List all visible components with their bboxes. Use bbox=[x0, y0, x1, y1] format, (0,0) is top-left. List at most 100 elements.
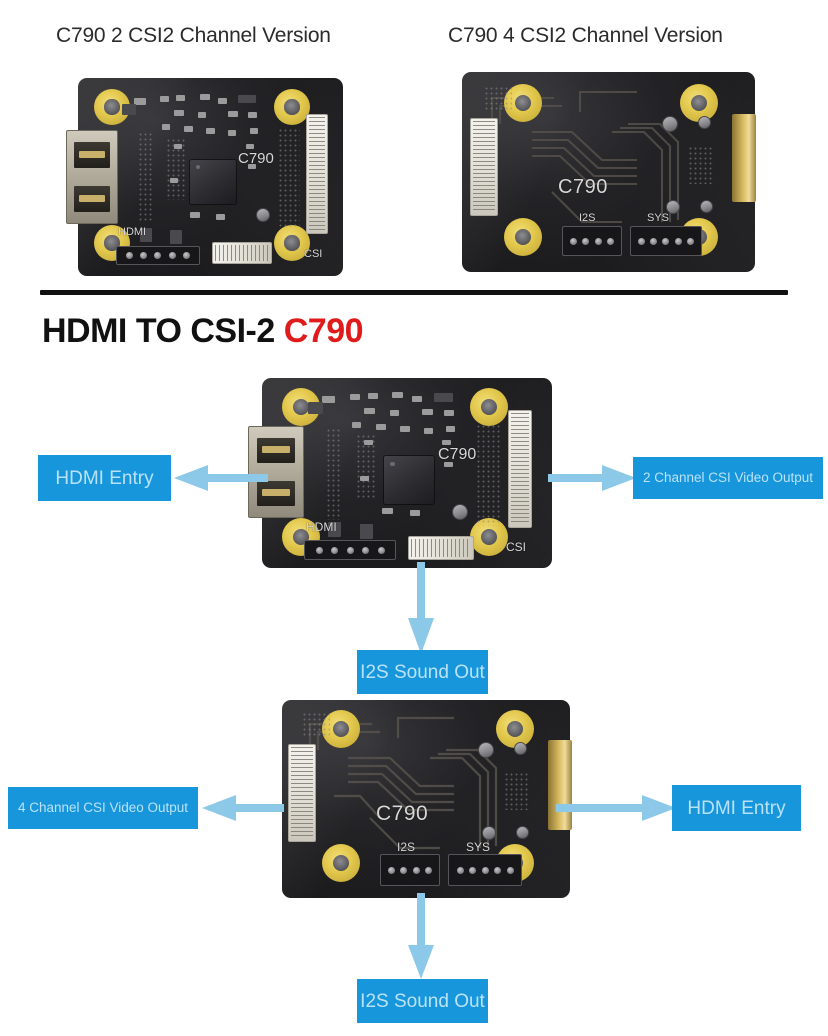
bridge-ic bbox=[190, 160, 236, 204]
smd-component bbox=[376, 424, 386, 430]
audio-ffc-connector bbox=[408, 536, 474, 560]
arrow-to-csi4-output bbox=[202, 792, 284, 824]
smd-component bbox=[238, 95, 256, 103]
header-pin bbox=[400, 866, 408, 874]
smd-component bbox=[328, 522, 341, 537]
header-pin bbox=[168, 252, 176, 259]
smd-component bbox=[162, 124, 170, 130]
board-2ch-top: C790 HDMI CSI bbox=[66, 78, 343, 276]
callout-csi4-video-output[interactable]: 4 Channel CSI Video Output bbox=[8, 787, 198, 829]
header-pin bbox=[126, 252, 134, 259]
smd-component bbox=[122, 104, 136, 115]
mounting-hole bbox=[470, 388, 508, 426]
csi-ffc-connector bbox=[508, 410, 532, 528]
arrow-to-i2s-out-top bbox=[406, 562, 436, 654]
smd-component bbox=[184, 126, 193, 132]
smd-component bbox=[360, 524, 373, 539]
smd-component bbox=[206, 128, 215, 134]
hdmi-edge-connector bbox=[548, 740, 572, 830]
smd-component bbox=[410, 510, 420, 516]
header-pin bbox=[140, 252, 148, 259]
silkscreen-i2s-label: I2S bbox=[397, 840, 416, 854]
callout-hdmi-entry-top[interactable]: HDMI Entry bbox=[38, 455, 171, 501]
smd-component bbox=[352, 422, 361, 428]
page-title-accent: C790 bbox=[283, 312, 364, 350]
callout-i2s-sound-out-top[interactable]: I2S Sound Out bbox=[357, 650, 488, 694]
hdmi-port bbox=[256, 437, 296, 464]
smd-component bbox=[198, 112, 206, 118]
pin-header bbox=[304, 540, 396, 560]
test-pad bbox=[516, 826, 529, 839]
header-pin bbox=[594, 237, 602, 245]
ffc-teeth bbox=[309, 117, 325, 231]
header-pin bbox=[650, 237, 658, 245]
smd-component bbox=[400, 426, 410, 432]
smd-component bbox=[250, 128, 258, 134]
silkscreen-sys-label: SYS bbox=[647, 212, 670, 224]
pad-grid bbox=[356, 434, 376, 498]
csi-ffc-connector bbox=[288, 744, 316, 842]
test-pad bbox=[482, 826, 496, 840]
test-pad bbox=[514, 742, 527, 755]
sys-pin-header bbox=[630, 226, 702, 256]
i2s-pin-header bbox=[380, 854, 440, 886]
arrow-to-hdmi-entry-bottom bbox=[556, 792, 676, 824]
pad-grid bbox=[302, 712, 330, 738]
smd-component bbox=[364, 408, 375, 414]
smd-component bbox=[424, 428, 433, 434]
header-pin bbox=[346, 546, 354, 554]
header-pin bbox=[506, 866, 514, 874]
mounting-hole bbox=[504, 218, 542, 256]
pad-grid bbox=[138, 132, 154, 222]
mounting-hole bbox=[680, 84, 718, 122]
header-pin bbox=[154, 252, 162, 259]
header-pin bbox=[456, 866, 464, 874]
header-pin bbox=[331, 546, 338, 554]
pad-grid bbox=[476, 424, 500, 526]
header-pin bbox=[686, 237, 694, 245]
header-pin bbox=[469, 866, 476, 874]
smd-component bbox=[170, 230, 182, 244]
pad-grid bbox=[278, 128, 300, 228]
smd-component bbox=[392, 392, 403, 398]
header-pin bbox=[674, 237, 682, 245]
smd-component bbox=[368, 393, 378, 399]
ffc-teeth bbox=[511, 413, 529, 525]
board-4ch-top: C790 I2S SYS bbox=[462, 72, 756, 272]
audio-ffc-connector bbox=[212, 242, 272, 264]
copper-traces bbox=[282, 700, 570, 898]
header-pin bbox=[570, 237, 578, 245]
smd-component bbox=[248, 164, 256, 169]
i2s-pin-header bbox=[562, 226, 622, 256]
silkscreen-sys-label: SYS bbox=[466, 840, 491, 854]
sys-pin-header bbox=[448, 854, 522, 886]
header-pin bbox=[662, 237, 670, 245]
smd-component bbox=[360, 476, 369, 481]
pad-grid bbox=[484, 86, 512, 112]
pad-grid bbox=[326, 428, 342, 520]
smd-component bbox=[228, 111, 238, 117]
mounting-hole bbox=[274, 225, 310, 261]
hdmi-edge-connector bbox=[732, 114, 756, 202]
header-pin bbox=[582, 237, 590, 245]
test-pad bbox=[662, 116, 678, 132]
header-pin bbox=[606, 237, 614, 245]
arrow-to-csi2-output bbox=[548, 462, 636, 494]
board-2ch-main: C790 HDMI CSI bbox=[248, 378, 552, 568]
page-title: HDMI TO CSI-2 C790 bbox=[42, 312, 364, 351]
callout-hdmi-entry-bottom[interactable]: HDMI Entry bbox=[672, 785, 801, 831]
callout-i2s-sound-out-bottom[interactable]: I2S Sound Out bbox=[357, 979, 488, 1023]
silkscreen-hdmi-label: HDMI bbox=[118, 226, 147, 238]
smd-component bbox=[134, 98, 146, 105]
ffc-teeth bbox=[473, 121, 495, 213]
bridge-ic bbox=[384, 456, 434, 504]
smd-component bbox=[190, 212, 200, 218]
smd-component bbox=[170, 178, 178, 183]
callout-csi2-video-output[interactable]: 2 Channel CSI Video Output bbox=[633, 457, 823, 499]
hdmi-port bbox=[256, 480, 296, 507]
page-title-prefix: HDMI TO CSI-2 bbox=[42, 312, 284, 350]
right-version-title: C790 4 CSI2 Channel Version bbox=[448, 24, 723, 47]
header-pin bbox=[182, 252, 190, 259]
test-pad bbox=[478, 742, 494, 758]
